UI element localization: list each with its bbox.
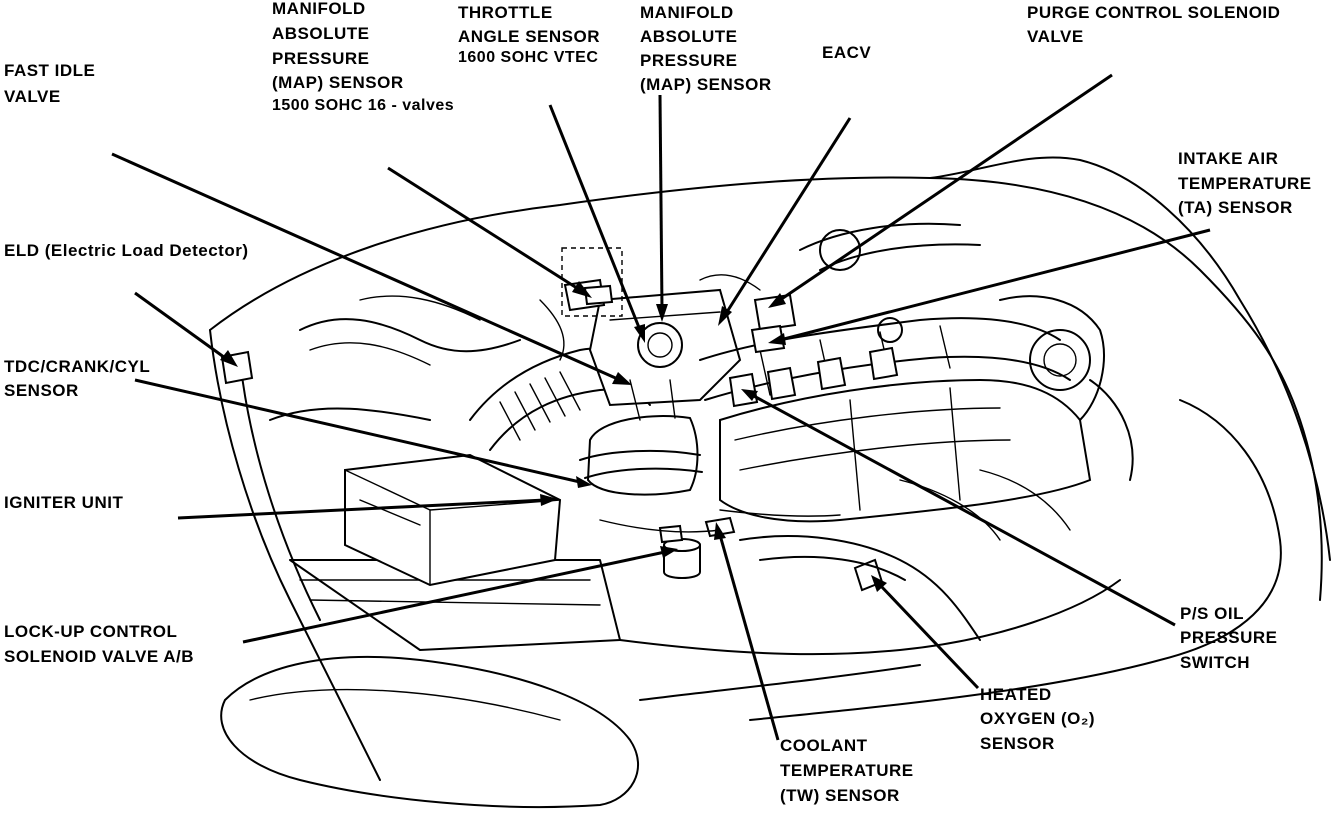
label-line: EACV: [822, 43, 871, 62]
leader-throttle-angle-sensor: [548, 104, 642, 331]
label-line: SWITCH: [1180, 653, 1250, 672]
label-line: PRESSURE: [1180, 628, 1278, 647]
label-line: TEMPERATURE: [1178, 174, 1312, 193]
label-line: TDC/CRANK/CYL: [4, 357, 150, 376]
label-line: VALVE: [1027, 27, 1084, 46]
leader-fast-idle-valve: [111, 152, 621, 382]
label-line: ABSOLUTE: [272, 24, 370, 43]
label-line: MANIFOLD: [640, 3, 734, 22]
label-line: (TA) SENSOR: [1178, 198, 1293, 217]
label-line: PRESSURE: [272, 49, 370, 68]
label-map-sensor-1500: MANIFOLD ABSOLUTE PRESSURE (MAP) SENSOR …: [272, 0, 454, 114]
label-lock-up-control-solenoid-valve: LOCK-UP CONTROL SOLENOID VALVE A/B: [4, 622, 194, 666]
label-intake-air-temperature-sensor: INTAKE AIR TEMPERATURE (TA) SENSOR: [1178, 149, 1317, 217]
label-map-sensor: MANIFOLD ABSOLUTE PRESSURE (MAP) SENSOR: [640, 3, 772, 94]
leader-heated-oxygen-sensor: [878, 583, 980, 690]
leader-lines: [111, 73, 1211, 741]
label-line: MANIFOLD: [272, 0, 366, 18]
leader-map-sensor-1500: [387, 166, 581, 292]
label-igniter-unit: IGNITER UNIT: [4, 493, 123, 512]
label-line: PRESSURE: [640, 51, 738, 70]
label-eld: ELD (Electric Load Detector): [4, 241, 249, 260]
label-line: 1600 SOHC VTEC: [458, 49, 598, 66]
label-line: SENSOR: [980, 734, 1055, 753]
leader-purge-control-solenoid-valve: [779, 73, 1113, 302]
label-eacv: EACV: [822, 43, 871, 62]
label-line: THROTTLE: [458, 3, 553, 22]
leader-igniter-unit: [177, 498, 546, 520]
arrowheads: [220, 281, 887, 592]
leader-lock-up-control-solenoid-valve: [242, 550, 666, 644]
labels: FAST IDLE VALVE MANIFOLD ABSOLUTE PRESSU…: [4, 0, 1317, 805]
label-line: COOLANT: [780, 736, 868, 755]
leader-eacv: [723, 117, 852, 316]
label-line: OXYGEN (O₂): [980, 709, 1095, 728]
label-coolant-temperature-sensor: COOLANT TEMPERATURE (TW) SENSOR: [780, 736, 919, 805]
label-line: ELD (Electric Load Detector): [4, 241, 249, 260]
label-throttle-angle-sensor: THROTTLE ANGLE SENSOR 1600 SOHC VTEC: [458, 3, 605, 66]
leader-intake-air-temperature-sensor: [779, 228, 1211, 342]
label-line: (MAP) SENSOR: [272, 73, 404, 92]
label-ps-oil-pressure-switch: P/S OIL PRESSURE SWITCH: [1180, 604, 1283, 672]
label-line: SOLENOID VALVE A/B: [4, 647, 194, 666]
label-line: 1500 SOHC 16 - valves: [272, 97, 454, 114]
leader-eld: [134, 291, 229, 362]
leader-coolant-temperature-sensor: [718, 534, 780, 741]
label-line: LOCK-UP CONTROL: [4, 622, 177, 641]
label-line: TEMPERATURE: [780, 761, 914, 780]
label-line: IGNITER UNIT: [4, 493, 123, 512]
label-line: ABSOLUTE: [640, 27, 738, 46]
label-line: (TW) SENSOR: [780, 786, 900, 805]
label-line: PURGE CONTROL SOLENOID: [1027, 3, 1280, 22]
label-line: ANGLE SENSOR: [458, 27, 600, 46]
label-line: INTAKE AIR: [1178, 149, 1278, 168]
label-line: HEATED: [980, 685, 1052, 704]
leader-ps-oil-pressure-switch: [751, 393, 1176, 627]
label-purge-control-solenoid-valve: PURGE CONTROL SOLENOID VALVE: [1027, 3, 1286, 46]
engine-illustration: [209, 156, 1331, 808]
leader-map-sensor: [658, 94, 664, 311]
label-heated-oxygen-sensor: HEATED OXYGEN (O₂) SENSOR: [980, 685, 1100, 753]
label-line: P/S OIL: [1180, 604, 1244, 623]
leader-tdc-crank-cyl-sensor: [134, 378, 581, 484]
label-fast-idle-valve: FAST IDLE VALVE: [4, 61, 101, 106]
label-line: FAST IDLE: [4, 61, 95, 80]
label-tdc-crank-cyl-sensor: TDC/CRANK/CYL SENSOR: [4, 357, 155, 400]
label-line: VALVE: [4, 87, 61, 106]
label-line: (MAP) SENSOR: [640, 75, 772, 94]
label-line: SENSOR: [4, 381, 79, 400]
